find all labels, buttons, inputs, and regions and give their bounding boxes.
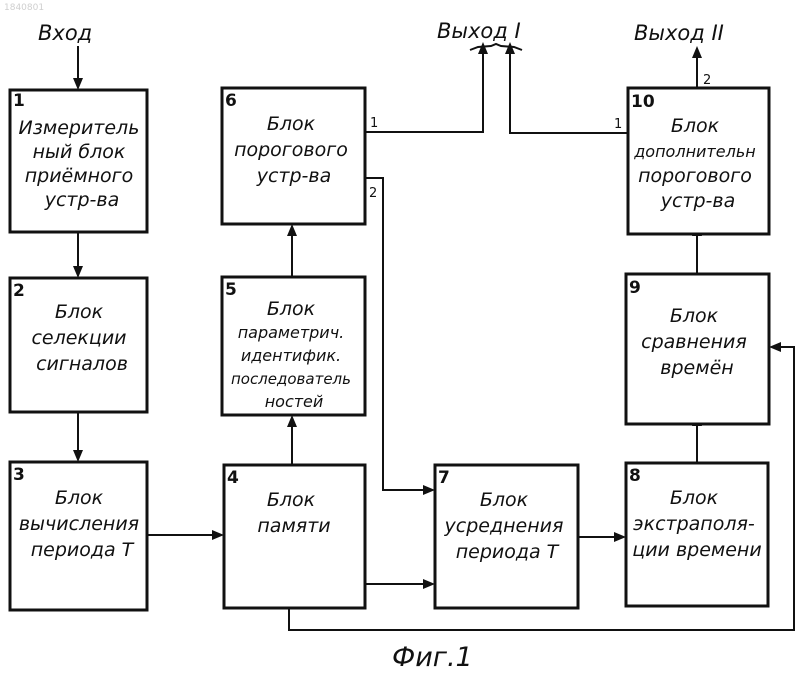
- block-6: 6 Блок порогового устр-ва: [222, 88, 365, 224]
- block-number: 8: [629, 466, 641, 486]
- block-number: 9: [629, 278, 641, 298]
- wire-6-to-7: [365, 178, 425, 490]
- port-10-1: 1: [614, 117, 622, 132]
- block-number: 5: [225, 280, 237, 300]
- block-8: 8 Блок экстраполя- ции времени: [626, 463, 768, 606]
- block-4: 4 Блок памяти: [224, 465, 365, 608]
- block-number: 4: [227, 468, 239, 488]
- block-10: 10 Блок дополнительн порогового устр-ва: [628, 88, 769, 234]
- input-label: Вход: [38, 21, 92, 45]
- port-6-2: 2: [369, 186, 377, 201]
- block-3: 3 Блок вычисления периода Т: [10, 462, 147, 610]
- port-10-2: 2: [703, 73, 711, 88]
- output-1-brace: [470, 44, 522, 50]
- block-7: 7 Блок усреднения периода Т: [435, 465, 578, 608]
- wire-6-to-output-1: [365, 50, 483, 132]
- block-number: 10: [631, 92, 655, 112]
- block-number: 6: [225, 91, 237, 111]
- block-1: 1 Измеритель ный блок приёмного устр-ва: [10, 90, 147, 232]
- block-number: 2: [13, 281, 25, 301]
- output-1-label: Выход I: [437, 19, 521, 43]
- block-number: 3: [13, 465, 25, 485]
- block-9: 9 Блок сравнения времён: [626, 274, 769, 424]
- figure-caption: Фиг.1: [392, 642, 473, 673]
- block-number: 7: [438, 468, 450, 488]
- block-2: 2 Блок селекции сигналов: [10, 278, 147, 412]
- output-2-label: Выход II: [634, 21, 724, 45]
- block-number: 1: [13, 91, 25, 111]
- wire-10-to-output-1: [510, 50, 628, 133]
- archive-stamp: 1840801: [4, 3, 44, 13]
- block-5: 5 Блок параметрич. идентифик. последоват…: [222, 277, 365, 415]
- port-6-1: 1: [370, 116, 378, 131]
